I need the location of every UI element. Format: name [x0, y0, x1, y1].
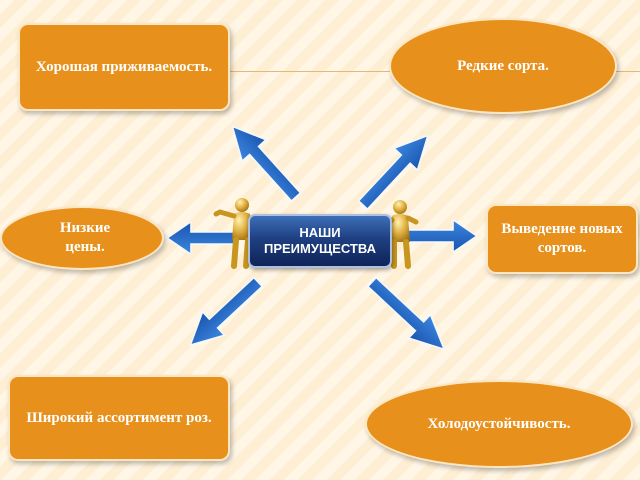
advantage-wide-assortment: Широкий ассортимент роз.: [8, 375, 230, 461]
advantage-cold-resistance: Холодоустойчивость.: [365, 380, 633, 468]
advantage-label: Широкий ассортимент роз.: [26, 409, 212, 426]
arrow-down-left: [178, 269, 270, 358]
advantages-title: НАШИ ПРЕИМУЩЕСТВА: [248, 214, 392, 268]
advantage-rare-varieties: Редкие сорта.: [389, 18, 617, 114]
advantage-label: Холодоустойчивость.: [427, 415, 571, 432]
advantage-label: Редкие сорта.: [457, 57, 549, 74]
advantage-new-varieties: Выведение новых сортов.: [486, 204, 638, 274]
advantage-label: Низкие цены.: [59, 220, 111, 255]
advantage-label: Хорошая приживаемость.: [35, 58, 213, 75]
title-line-1: НАШИ: [299, 224, 341, 240]
arrow-up-left: [219, 114, 309, 209]
advantage-low-prices: Низкие цены.: [0, 206, 164, 270]
title-line-2: ПРЕИМУЩЕСТВА: [264, 241, 376, 256]
arrow-down-right: [360, 269, 456, 362]
advantage-label: Выведение новых сортов.: [501, 221, 623, 256]
advantage-good-survival: Хорошая приживаемость.: [18, 23, 230, 111]
